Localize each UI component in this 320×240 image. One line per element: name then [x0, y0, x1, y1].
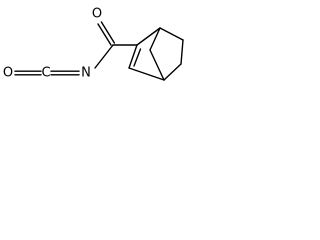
bond-ring-c6-c5 — [180, 39, 184, 65]
atom-label-carbonyl-oxygen: O — [92, 7, 102, 22]
bond-ring-c5-c4 — [163, 63, 182, 81]
atom-label-isocyanate-carbon: C — [41, 66, 50, 81]
carbonyl-group — [94, 21, 116, 69]
atom-label-isocyanate-oxygen: O — [3, 66, 13, 81]
bond-carbonyl-double-a — [97, 23, 112, 46]
atom-label-nitrogen: N — [81, 66, 91, 81]
bond-ring-c1-c7 — [149, 27, 161, 51]
bond-n-carbonyl-carbon — [94, 44, 114, 69]
bond-carbonyl-double-b — [100, 21, 116, 44]
bond-ring-c1-c6 — [159, 27, 184, 41]
isocyanate-group — [14, 70, 80, 76]
bond-ring-c3-c2 — [128, 44, 138, 69]
bond-ring-c2-c3-inner — [133, 48, 142, 67]
bond-ring-c7-c4 — [149, 49, 165, 81]
bond-ring-c2-c1 — [136, 27, 161, 46]
chemical-structure-diagram: O O C N — [3, 7, 184, 81]
norbornene-ring — [112, 27, 184, 81]
bond-ring-c4-c3 — [128, 67, 165, 81]
